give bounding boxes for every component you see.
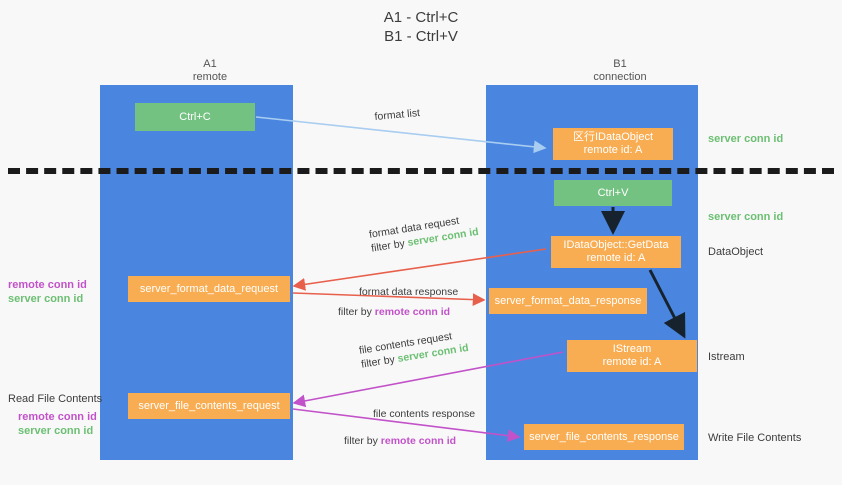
box-ctrl-v[interactable]: Ctrl+V (554, 180, 672, 206)
annotation-remote-conn-id-1: remote conn id (8, 279, 87, 291)
edge-filter-value: remote conn id (374, 306, 451, 318)
annotation-write-file-contents: Write File Contents (708, 432, 802, 444)
annotation-dataobject: DataObject (708, 246, 764, 258)
annotation-istream: Istream (708, 351, 745, 363)
box-idataobject-getdata[interactable]: IDataObject::GetData remote id: A (551, 236, 681, 268)
annotation-server-conn-id-top: server conn id (708, 133, 784, 145)
annotation-server-conn-id-3: server conn id (8, 293, 84, 305)
annotation-server-conn-id-4: server conn id (18, 425, 94, 437)
edge-filter-prefix: filter by (338, 306, 375, 318)
box-server-file-contents-response[interactable]: server_file_contents_response (524, 424, 684, 450)
annotation-left-conn-ids-bottom: remote conn id server conn id (18, 410, 97, 438)
column-header-b1: B1 connection (593, 58, 647, 83)
edge-filter-value: remote conn id (380, 435, 457, 447)
box-idataobject[interactable]: 区行IDataObject remote id: A (553, 128, 673, 160)
annotation-left-conn-ids-top: remote conn id server conn id (8, 278, 87, 306)
edge-filter-file-contents-response: filter by remote conn id (344, 434, 456, 448)
divider (8, 168, 834, 174)
edge-filter-format-data-response: filter by remote conn id (338, 305, 450, 319)
box-istream[interactable]: IStream remote id: A (567, 340, 697, 372)
edge-label-format-data-response: format data response (359, 286, 459, 298)
edge-label-file-contents-response: file contents response (373, 408, 476, 420)
box-server-file-contents-request[interactable]: server_file_contents_request (128, 393, 290, 419)
edge-label-format-list: format list (374, 107, 421, 123)
edge-filter-prefix: filter by (344, 435, 381, 447)
box-server-format-data-request[interactable]: server_format_data_request (128, 276, 290, 302)
box-server-format-data-response[interactable]: server_format_data_response (489, 288, 647, 314)
column-header-a1: A1 remote (192, 58, 228, 83)
annotation-remote-conn-id-2: remote conn id (18, 411, 97, 423)
box-ctrl-c[interactable]: Ctrl+C (135, 103, 255, 131)
page-title: A1 - Ctrl+C B1 - Ctrl+V (383, 9, 459, 45)
annotation-read-file-contents: Read File Contents (8, 393, 103, 405)
annotation-server-conn-id-mid: server conn id (708, 211, 784, 223)
